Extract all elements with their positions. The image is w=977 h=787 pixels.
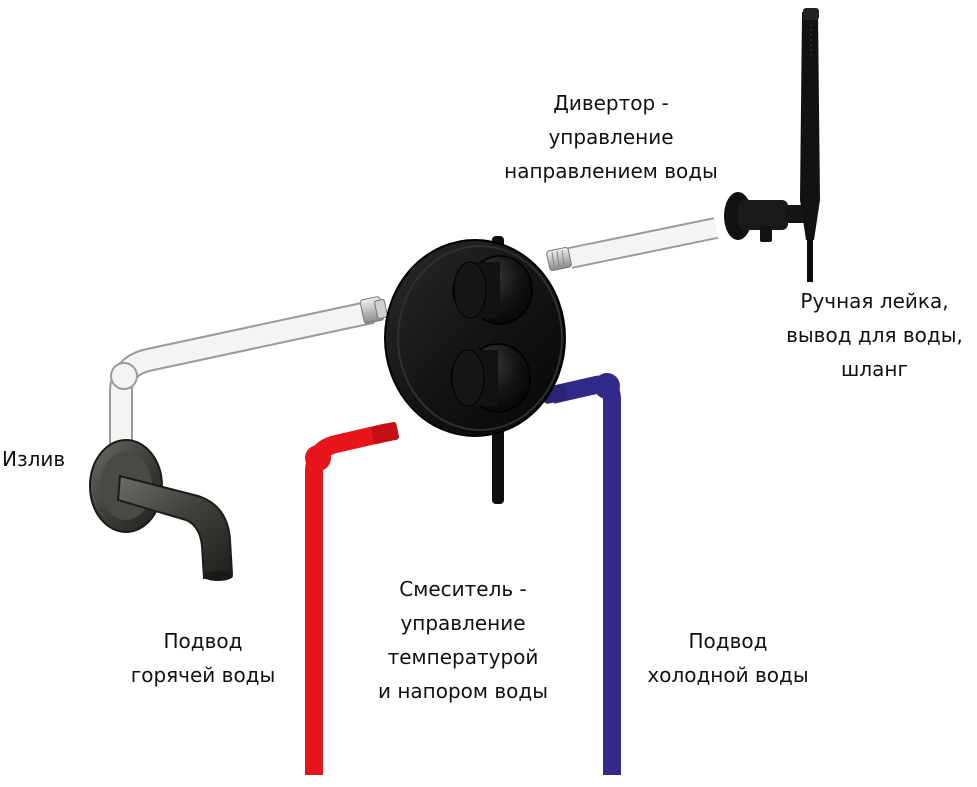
label-mixer-line: управление [400,611,526,635]
hand-shower [724,8,820,282]
hand-shower-supply-pipe [567,217,719,269]
label-diverter-line: управление [548,125,674,149]
spout-supply-pipe [109,300,375,448]
label-diverter-line: направлением воды [504,159,718,183]
label-cold-supply-line: холодной воды [647,663,809,687]
label-hand-shower-line: шланг [841,357,908,381]
label-diverter-line: Дивертор - [553,91,669,115]
label-hot-supply: Подвод горячей воды [110,624,296,692]
label-hand-shower-line: вывод для воды, [786,323,963,347]
label-mixer-line: температурой [387,645,539,669]
label-mixer-line: и напором воды [377,679,549,703]
hand-shower-pipe-connector [546,246,572,272]
label-diverter: Дивертор - управление направлением воды [480,86,742,188]
label-hot-supply-line: Подвод [163,629,243,653]
label-cold-supply-line: Подвод [688,629,768,653]
label-hot-supply-line: горячей воды [130,663,276,687]
label-cold-supply: Подвод холодной воды [626,624,830,692]
hot-water-pipe [305,422,400,775]
mixer [384,236,566,504]
label-spout: Излив [2,442,65,476]
label-mixer-line: Смеситель - [399,577,527,601]
label-hand-shower-line: Ручная лейка, [800,289,949,313]
spout-pipe-connector [359,296,388,324]
spout [89,439,234,581]
label-hand-shower: Ручная лейка, вывод для воды, шланг [772,284,977,386]
label-mixer: Смеситель - управление температурой и на… [348,572,578,708]
label-spout-text: Излив [2,447,66,471]
